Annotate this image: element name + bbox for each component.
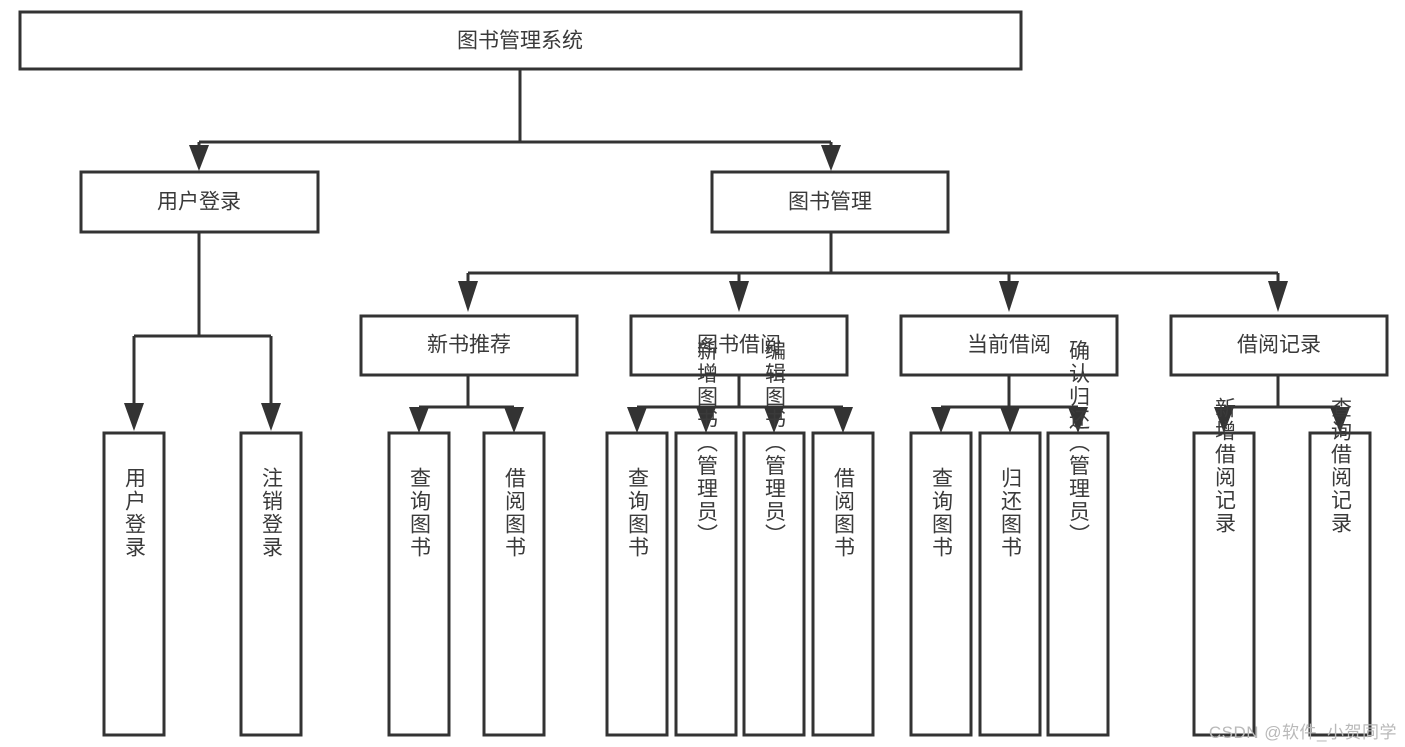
- leaf-query-book-2-label: 查询图书: [626, 467, 650, 559]
- leaf-user-login-label: 用户登录: [123, 467, 147, 559]
- leaf-borrow-book-1-box[interactable]: [482, 431, 546, 737]
- leaf-query-book-3[interactable]: 查询图书: [909, 431, 973, 737]
- node-book-manage[interactable]: 图书管理: [710, 170, 950, 234]
- node-book-manage-label: 图书管理: [788, 191, 872, 214]
- leaf-borrow-book-2-label: 借阅图书: [832, 467, 856, 559]
- leaf-user-logout-box[interactable]: [239, 431, 303, 737]
- node-book-borrow-label: 图书借阅: [697, 334, 781, 357]
- node-user-login[interactable]: 用户登录: [79, 170, 320, 234]
- leaf-query-book-3-box[interactable]: [909, 431, 973, 737]
- leaf-borrow-book-1-label: 借阅图书: [503, 467, 527, 559]
- arrow-to-leaf-confirm-return: [1068, 407, 1088, 433]
- node-user-login-box[interactable]: [79, 170, 320, 234]
- arrow-to-leaf-query-record: [1330, 407, 1350, 433]
- leaf-query-book-2[interactable]: 查询图书: [605, 431, 669, 737]
- arrow-to-leaf-edit-book: [764, 407, 784, 433]
- leaf-return-book[interactable]: 归还图书: [978, 431, 1042, 737]
- node-user-login-label: 用户登录: [157, 191, 241, 214]
- arrow-to-leaf-query-book-2: [627, 407, 647, 433]
- arrow-root-to-user-login: [189, 145, 209, 171]
- node-borrow-record-label: 借阅记录: [1237, 334, 1321, 357]
- node-root[interactable]: 图书管理系统: [18, 10, 1023, 71]
- arrow-root-to-book-manage: [821, 145, 841, 171]
- arrow-to-leaf-borrow-book-1: [504, 407, 524, 433]
- leaf-add-record[interactable]: 新增借阅记录: [1192, 397, 1256, 737]
- node-borrow-record-box[interactable]: [1169, 314, 1389, 377]
- arrow-to-new-book-rec: [458, 281, 478, 312]
- leaf-borrow-book-1[interactable]: 借阅图书: [482, 431, 546, 737]
- node-new-book-rec-box[interactable]: [359, 314, 579, 377]
- leaf-edit-book-box[interactable]: [742, 431, 806, 737]
- node-root-box[interactable]: [18, 10, 1023, 71]
- node-current-borrow-box[interactable]: [899, 314, 1119, 377]
- node-new-book-rec-label: 新书推荐: [427, 334, 511, 357]
- leaf-confirm-return-label: 确认归还（管理员）: [1067, 340, 1091, 547]
- leaf-confirm-return[interactable]: 确认归还（管理员）: [1046, 340, 1110, 737]
- leaf-query-record-label: 查询借阅记录: [1329, 397, 1353, 535]
- leaf-borrow-book-2-box[interactable]: [811, 431, 875, 737]
- leaf-confirm-return-box[interactable]: [1046, 431, 1110, 737]
- leaf-query-book-1[interactable]: 查询图书: [387, 431, 451, 737]
- leaf-add-book-box[interactable]: [674, 431, 738, 737]
- arrow-to-leaf-return-book: [1000, 407, 1020, 433]
- arrow-to-leaf-user-login: [124, 403, 144, 431]
- arrow-to-leaf-query-book-1: [409, 407, 429, 433]
- node-book-manage-box[interactable]: [710, 170, 950, 234]
- node-current-borrow-label: 当前借阅: [967, 334, 1051, 357]
- leaf-query-book-3-label: 查询图书: [930, 467, 954, 559]
- leaf-return-book-label: 归还图书: [999, 467, 1023, 559]
- leaf-add-record-box[interactable]: [1192, 431, 1256, 737]
- node-borrow-record[interactable]: 借阅记录: [1169, 314, 1389, 377]
- arrow-to-leaf-add-record: [1214, 407, 1234, 433]
- node-root-label: 图书管理系统: [457, 30, 583, 53]
- leaf-edit-book-label: 编辑图书（管理员）: [763, 340, 787, 547]
- leaf-query-record[interactable]: 查询借阅记录: [1308, 397, 1372, 737]
- leaf-borrow-book-2[interactable]: 借阅图书: [811, 431, 875, 737]
- arrow-to-current-borrow: [999, 281, 1019, 312]
- arrow-to-book-borrow: [729, 281, 749, 312]
- leaf-user-logout[interactable]: 注销登录: [239, 431, 303, 737]
- leaf-user-login[interactable]: 用户登录: [102, 431, 166, 737]
- arrow-to-leaf-borrow-book-2: [833, 407, 853, 433]
- leaf-query-book-1-box[interactable]: [387, 431, 451, 737]
- leaf-add-book-label: 新增图书（管理员）: [695, 340, 719, 547]
- leaf-user-login-box[interactable]: [102, 431, 166, 737]
- node-book-borrow[interactable]: 图书借阅: [629, 314, 849, 377]
- leaf-add-record-label: 新增借阅记录: [1213, 397, 1237, 535]
- arrow-to-borrow-record: [1268, 281, 1288, 312]
- arrow-to-leaf-add-book: [696, 407, 716, 433]
- leaf-edit-book[interactable]: 编辑图书（管理员）: [742, 340, 806, 737]
- leaf-add-book[interactable]: 新增图书（管理员）: [674, 340, 738, 737]
- arrow-to-leaf-user-logout: [261, 403, 281, 431]
- leaf-return-book-box[interactable]: [978, 431, 1042, 737]
- leaf-query-record-box[interactable]: [1308, 431, 1372, 737]
- node-book-borrow-box[interactable]: [629, 314, 849, 377]
- leaf-query-book-1-label: 查询图书: [408, 467, 432, 559]
- leaf-query-book-2-box[interactable]: [605, 431, 669, 737]
- node-new-book-rec[interactable]: 新书推荐: [359, 314, 579, 377]
- connector-layer: [124, 70, 1350, 433]
- node-current-borrow[interactable]: 当前借阅: [899, 314, 1119, 377]
- leaf-user-logout-label: 注销登录: [260, 467, 284, 559]
- arrow-to-leaf-query-book-3: [931, 407, 951, 433]
